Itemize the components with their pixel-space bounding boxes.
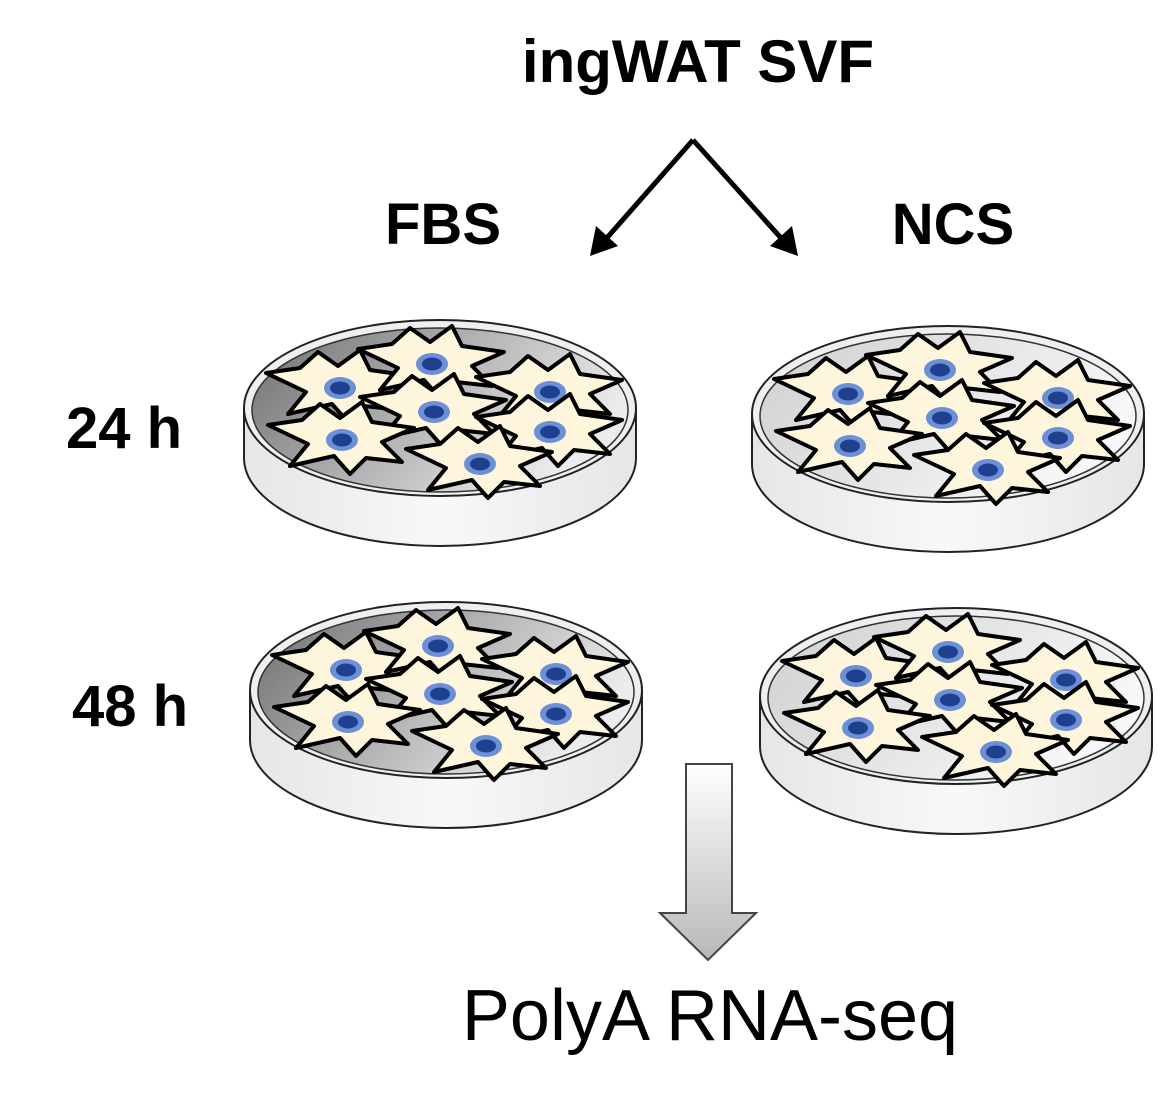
cell-icon: [480, 634, 630, 710]
cell-icon: [480, 674, 630, 750]
cell-icon: [990, 680, 1140, 756]
cell-icon: [990, 640, 1140, 716]
cell-icon: [474, 352, 624, 428]
cell-icon: [364, 654, 514, 730]
cell-icon: [982, 358, 1132, 434]
cell-icon: [782, 688, 932, 764]
split-arrows: [590, 138, 798, 256]
arrowhead-right-icon: [770, 226, 798, 256]
cell-icon: [982, 398, 1132, 474]
cell-icon: [270, 630, 420, 706]
condition-label-fbs: FBS: [385, 192, 501, 257]
arrowhead-left-icon: [590, 226, 618, 256]
cell-icon: [358, 372, 508, 448]
output-label: PolyA RNA-seq: [462, 976, 958, 1056]
cell-icon: [874, 660, 1024, 736]
condition-label-ncs: NCS: [892, 192, 1014, 257]
cell-icon: [774, 406, 924, 482]
cell-icon: [356, 324, 506, 400]
dish-ncs-24h: [751, 325, 1145, 553]
cell-icon: [772, 354, 922, 430]
cell-icon: [474, 392, 624, 468]
timepoint-label-24h: 24 h: [66, 396, 182, 461]
dish-fbs-24h: [243, 319, 637, 547]
dish-fbs-48h: [249, 601, 643, 829]
cell-icon: [866, 378, 1016, 454]
split-arrow-left: [596, 138, 695, 250]
cell-icon: [272, 682, 422, 758]
cell-icon: [266, 400, 416, 476]
cell-icon: [410, 706, 560, 782]
timepoint-label-48h: 48 h: [72, 674, 188, 739]
diagram-title: ingWAT SVF: [522, 28, 874, 95]
cell-icon: [864, 330, 1014, 406]
cell-icon: [264, 348, 414, 424]
cell-icon: [912, 430, 1062, 506]
cell-icon: [362, 606, 512, 682]
down-arrow-icon: [657, 763, 759, 962]
cell-icon: [872, 612, 1022, 688]
cell-icon: [780, 636, 930, 712]
dish-ncs-48h: [759, 607, 1153, 835]
split-arrow-right: [691, 138, 792, 250]
cell-icon: [920, 712, 1070, 788]
cell-icon: [404, 424, 554, 500]
